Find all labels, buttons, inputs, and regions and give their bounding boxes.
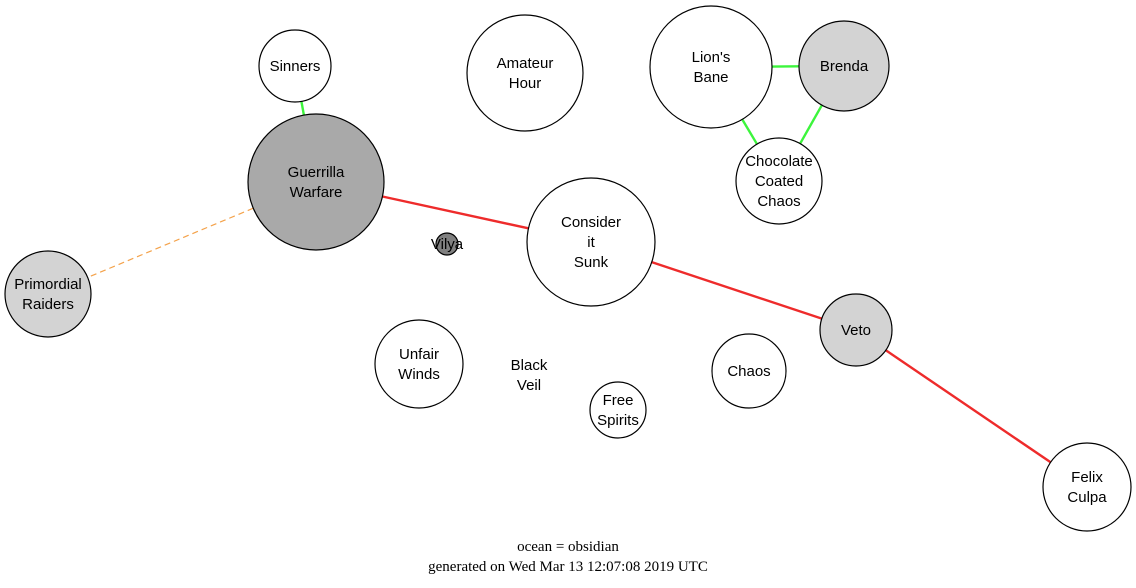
node-label-amateur-hour: Hour: [509, 75, 542, 92]
node-label-felix-culpa: Felix: [1071, 469, 1103, 486]
node-label-brenda: Brenda: [820, 58, 869, 75]
node-label-unfair-winds: Winds: [398, 366, 440, 383]
node-circle-free-spirits: [589, 381, 647, 439]
edge-guerrilla-warfare-to-primordial-raiders: [87, 207, 254, 278]
node-circle-amateur-hour: [466, 14, 584, 132]
node-label-black-veil: Black: [511, 357, 548, 374]
node-label-chocolate-coated-chaos: Chaos: [757, 193, 800, 210]
node-label-free-spirits: Free: [603, 392, 634, 409]
node-circle-sinners: [258, 29, 332, 103]
node-label-primordial-raiders: Primordial: [14, 276, 82, 293]
node-circle-guerrilla-warfare: [247, 113, 385, 251]
node-label-guerrilla-warfare: Warfare: [290, 184, 343, 201]
node-circle-consider-it-sunk: [526, 177, 656, 307]
edge-lions-bane-to-chocolate-coated-chaos: [741, 118, 759, 145]
node-label-consider-it-sunk: Consider: [561, 214, 621, 231]
node-label-lions-bane: Bane: [693, 69, 728, 86]
node-circle-unfair-winds: [374, 319, 464, 409]
node-label-guerrilla-warfare: Guerrilla: [288, 164, 345, 181]
edge-veto-to-felix-culpa: [885, 349, 1052, 464]
edge-sinners-to-guerrilla-warfare: [300, 101, 306, 116]
node-label-consider-it-sunk: it: [587, 234, 595, 251]
node-sinners: Sinners: [258, 29, 332, 103]
node-circle-vilya: [435, 232, 459, 256]
node-label-free-spirits: Spirits: [597, 412, 639, 429]
edge-consider-it-sunk-to-veto: [651, 261, 823, 320]
node-label-primordial-raiders: Raiders: [22, 296, 74, 313]
node-circle-chaos: [711, 333, 787, 409]
node-circle-felix-culpa: [1042, 442, 1132, 532]
node-label-chaos: Chaos: [727, 363, 770, 380]
edge-brenda-to-chocolate-coated-chaos: [799, 104, 823, 145]
node-circle-primordial-raiders: [4, 250, 92, 338]
node-label-chocolate-coated-chaos: Chocolate: [745, 153, 813, 170]
node-vilya: Vilya: [431, 232, 464, 256]
node-circle-veto: [819, 293, 893, 367]
node-label-vilya: Vilya: [431, 236, 464, 253]
node-label-felix-culpa: Culpa: [1067, 489, 1107, 506]
caption-line-1: ocean = obsidian: [517, 539, 619, 555]
node-brenda: Brenda: [798, 20, 890, 112]
node-label-unfair-winds: Unfair: [399, 346, 439, 363]
node-label-black-veil: Veil: [517, 377, 541, 394]
node-label-chocolate-coated-chaos: Coated: [755, 173, 803, 190]
edges-layer: [87, 65, 1052, 464]
node-label-lions-bane: Lion's: [692, 49, 731, 66]
node-chaos: Chaos: [711, 333, 787, 409]
node-label-veto: Veto: [841, 322, 871, 339]
caption-line-2: generated on Wed Mar 13 12:07:08 2019 UT…: [428, 559, 708, 575]
node-veto: Veto: [819, 293, 893, 367]
node-label-amateur-hour: Amateur: [497, 55, 554, 72]
node-circle-lions-bane: [649, 5, 773, 129]
node-circle-brenda: [798, 20, 890, 112]
node-circle-chocolate-coated-chaos: [735, 137, 823, 225]
node-label-consider-it-sunk: Sunk: [574, 254, 609, 271]
edge-guerrilla-warfare-to-consider-it-sunk: [382, 195, 529, 230]
node-label-sinners: Sinners: [270, 58, 321, 75]
